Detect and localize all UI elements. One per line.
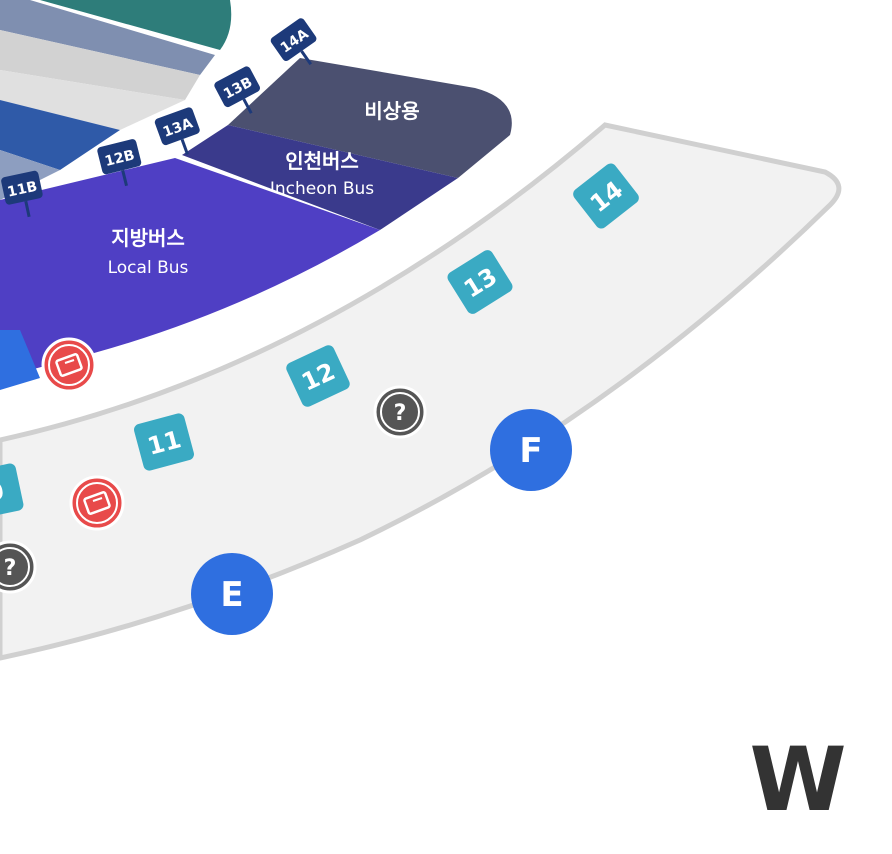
ticket-icon[interactable] [69,475,125,531]
incheon-bus-zone [182,125,458,230]
stand-tags: 11B 12B 13A 13B 14A [0,18,317,221]
ticket-icon[interactable] [41,337,97,393]
exit-marker-e[interactable]: E [191,553,273,635]
local-bus-zone [0,158,380,380]
emergency-zone-title: 비상용 [364,99,419,123]
gate-13[interactable]: 13 [445,248,515,316]
incheon-bus-zone-subtitle: Incheon Bus [270,179,374,199]
local-bus-zone-title: 지방버스 [111,226,185,250]
gate-12[interactable]: 12 [284,343,351,408]
info-question-icon[interactable]: ? [0,540,37,594]
info-question-symbol: ? [4,556,17,581]
gate-0[interactable]: 0 [0,462,25,519]
exit-label-f: F [519,431,542,471]
info-question-icon[interactable]: ? [373,385,427,439]
stand-label-11b: 11B [6,179,39,201]
gate-label-0: 0 [0,477,6,508]
compass-direction: W [749,728,846,831]
local-bus-zone-subtitle: Local Bus [108,258,189,278]
gate-markers: 0 11 12 13 14 [0,161,642,519]
gate-14[interactable]: 14 [571,161,642,231]
emergency-zone [228,58,512,178]
incheon-bus-zone-title: 인천버스 [285,149,359,173]
left-blue-strip [0,330,40,390]
stand-label-12b: 12B [103,147,136,170]
exit-marker-f[interactable]: F [490,409,572,491]
stand-tag-13a[interactable]: 13A [154,106,207,161]
gate-11[interactable]: 11 [133,412,196,472]
exit-label-e: E [220,575,243,615]
stand-tag-11b[interactable]: 11B [0,170,46,221]
info-question-symbol: ? [394,401,407,426]
stand-tag-12b[interactable]: 12B [96,138,145,190]
